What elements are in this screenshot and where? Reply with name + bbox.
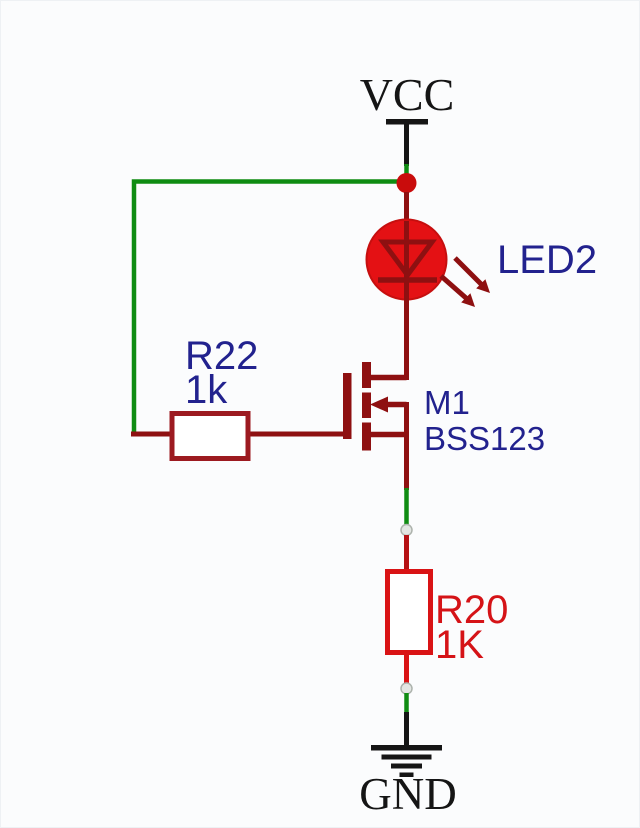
vcc-bar xyxy=(386,119,428,125)
mosfet-channel-bottom-bar xyxy=(362,422,371,451)
mosfet-m1-symbol xyxy=(343,362,407,451)
gnd-label: GND xyxy=(359,769,457,819)
led-ref-label: LED2 xyxy=(497,238,598,282)
mosfet-gate-bar xyxy=(343,373,352,439)
r22-ref-label: R22 xyxy=(185,334,259,378)
mosfet-channel-top-bar xyxy=(362,362,371,388)
r20-bottom-pin-dot xyxy=(400,682,413,695)
emission-arrow-1-head xyxy=(476,279,490,293)
gnd-bar-2 xyxy=(381,754,432,760)
mosfet-channel-mid-bar xyxy=(362,392,371,418)
mosfet-part-label: BSS123 xyxy=(424,420,546,457)
vcc-power-icon xyxy=(386,119,428,174)
vcc-junction-dot xyxy=(396,173,417,193)
r22-value-label: 1k xyxy=(185,368,228,412)
r20-value-label: 1K xyxy=(435,623,484,667)
emission-arrow-2-shaft xyxy=(439,274,468,300)
mosfet-ref-label: M1 xyxy=(424,384,470,421)
led-d2-symbol xyxy=(365,218,490,307)
r20-ref-label: R20 xyxy=(435,588,509,632)
resistor-r22-body xyxy=(169,411,251,461)
r20-top-pin-dot xyxy=(400,523,413,537)
gnd-bar-3 xyxy=(391,763,422,769)
emission-arrow-1-shaft xyxy=(453,256,483,286)
led-emission-arrows-icon xyxy=(439,256,490,307)
mosfet-body-arrow-icon xyxy=(370,396,388,413)
resistor-r20-body xyxy=(385,569,433,655)
gnd-earth-icon xyxy=(371,745,442,777)
gnd-bar-4 xyxy=(399,772,414,777)
gnd-bar-1 xyxy=(371,745,442,751)
vcc-label: VCC xyxy=(359,69,455,120)
gate-feedback-net-wire xyxy=(131,179,398,434)
led-diode-triangle xyxy=(378,239,437,280)
emission-arrow-2-head xyxy=(461,293,475,307)
